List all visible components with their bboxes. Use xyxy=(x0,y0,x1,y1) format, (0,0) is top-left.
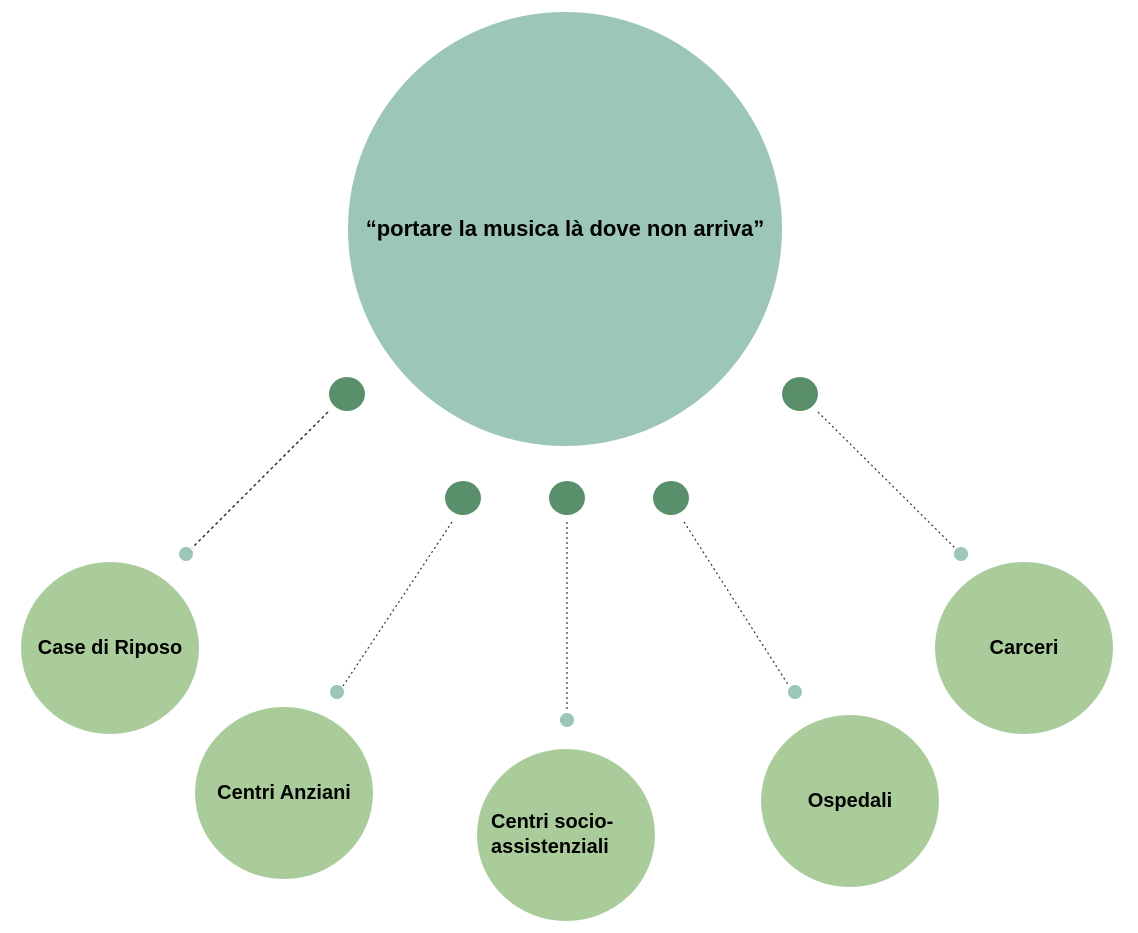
connector-dot-top-ospedali xyxy=(653,481,689,515)
connector-dot-bottom-ospedali xyxy=(788,685,802,699)
connector-dot-top-centri xyxy=(445,481,481,515)
child-label-ospedali: Ospedali xyxy=(807,789,893,812)
connector-dot-bottom-case xyxy=(179,547,193,561)
connector-line-case xyxy=(191,411,329,549)
child-label-centri-anziani: Centri Anziani xyxy=(217,781,351,804)
child-label-case-di-riposo: Case di Riposo xyxy=(37,636,183,659)
child-circle-case-di-riposo: Case di Riposo xyxy=(21,562,199,734)
child-label-carceri: Carceri xyxy=(989,636,1059,659)
connector-dot-top-socio xyxy=(549,481,585,515)
connector-dot-bottom-socio xyxy=(560,713,574,727)
connector-dot-bottom-centri xyxy=(330,685,344,699)
child-label-centri-socio-assistenziali: Centri socio-assistenziali xyxy=(491,811,614,858)
child-circle-carceri: Carceri xyxy=(935,562,1113,734)
connector-dot-bottom-carceri xyxy=(954,547,968,561)
center-label: “portare la musica là dove non arriva” xyxy=(365,216,765,242)
child-circle-centri-socio-assistenziali: Centri socio-assistenziali xyxy=(477,749,655,921)
connector-line-centri xyxy=(342,521,453,687)
child-circle-centri-anziani: Centri Anziani xyxy=(195,707,373,879)
center-circle: “portare la musica là dove non arriva” xyxy=(348,12,782,446)
connector-line-carceri xyxy=(817,411,956,549)
connector-dot-top-carceri xyxy=(782,377,818,411)
connector-dot-top-case xyxy=(329,377,365,411)
child-circle-ospedali: Ospedali xyxy=(761,715,939,887)
connector-line-ospedali xyxy=(683,521,790,687)
